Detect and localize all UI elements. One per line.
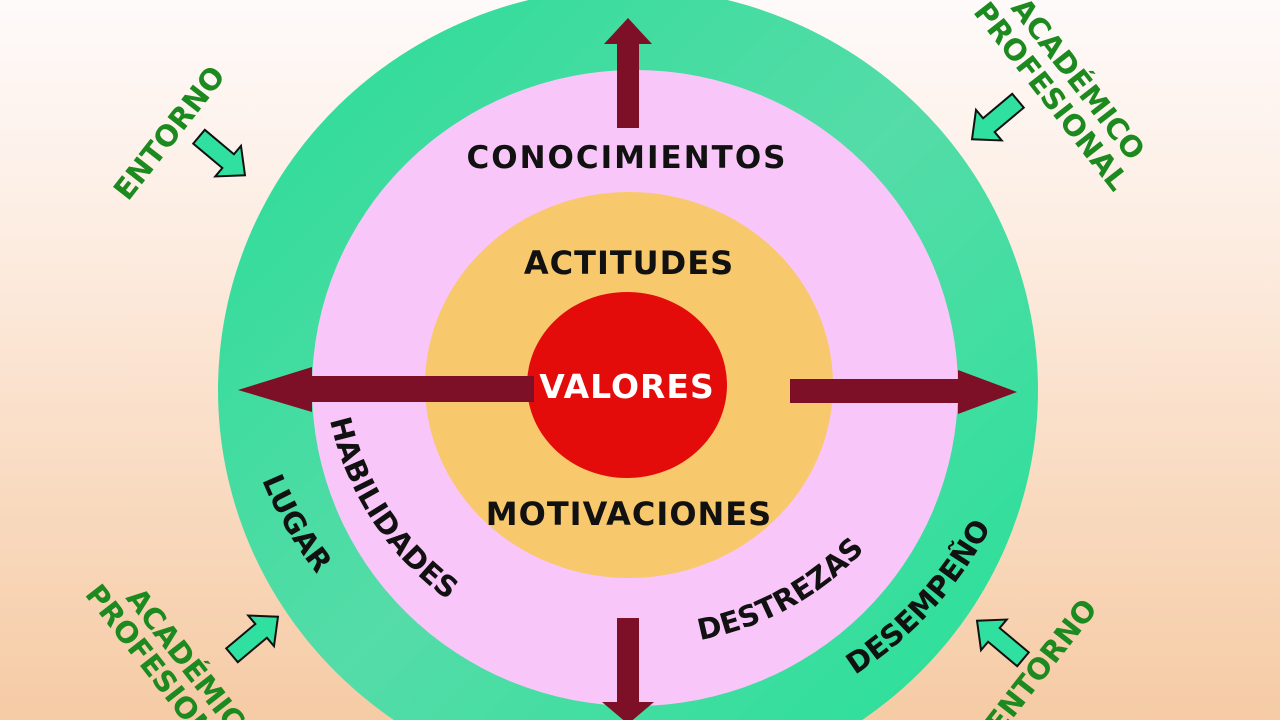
environment-label-top-left: ENTORNO xyxy=(107,59,232,206)
motivations-label: MOTIVACIONES xyxy=(486,495,772,533)
academic-professional-label-top-right: ACADÉMICO PROFESIONAL xyxy=(967,0,1152,197)
arrow-left-icon xyxy=(238,367,534,412)
inward-arrow-icon-top-left xyxy=(191,128,247,178)
environment-label-bottom-right: ENTORNO xyxy=(979,592,1104,720)
inward-arrow-icon-top-right xyxy=(970,92,1026,142)
arrow-up-icon xyxy=(604,18,652,128)
inward-arrow-icon-bottom-left xyxy=(224,614,280,664)
core-circle xyxy=(527,292,727,478)
arrow-right-icon xyxy=(790,370,1017,414)
core-label: VALORES xyxy=(539,367,714,406)
arrow-down-icon xyxy=(602,618,654,720)
attitudes-label: ACTITUDES xyxy=(524,244,734,282)
knowledge-label: CONOCIMIENTOS xyxy=(466,140,787,176)
inward-arrow-icon-bottom-right xyxy=(975,618,1031,668)
